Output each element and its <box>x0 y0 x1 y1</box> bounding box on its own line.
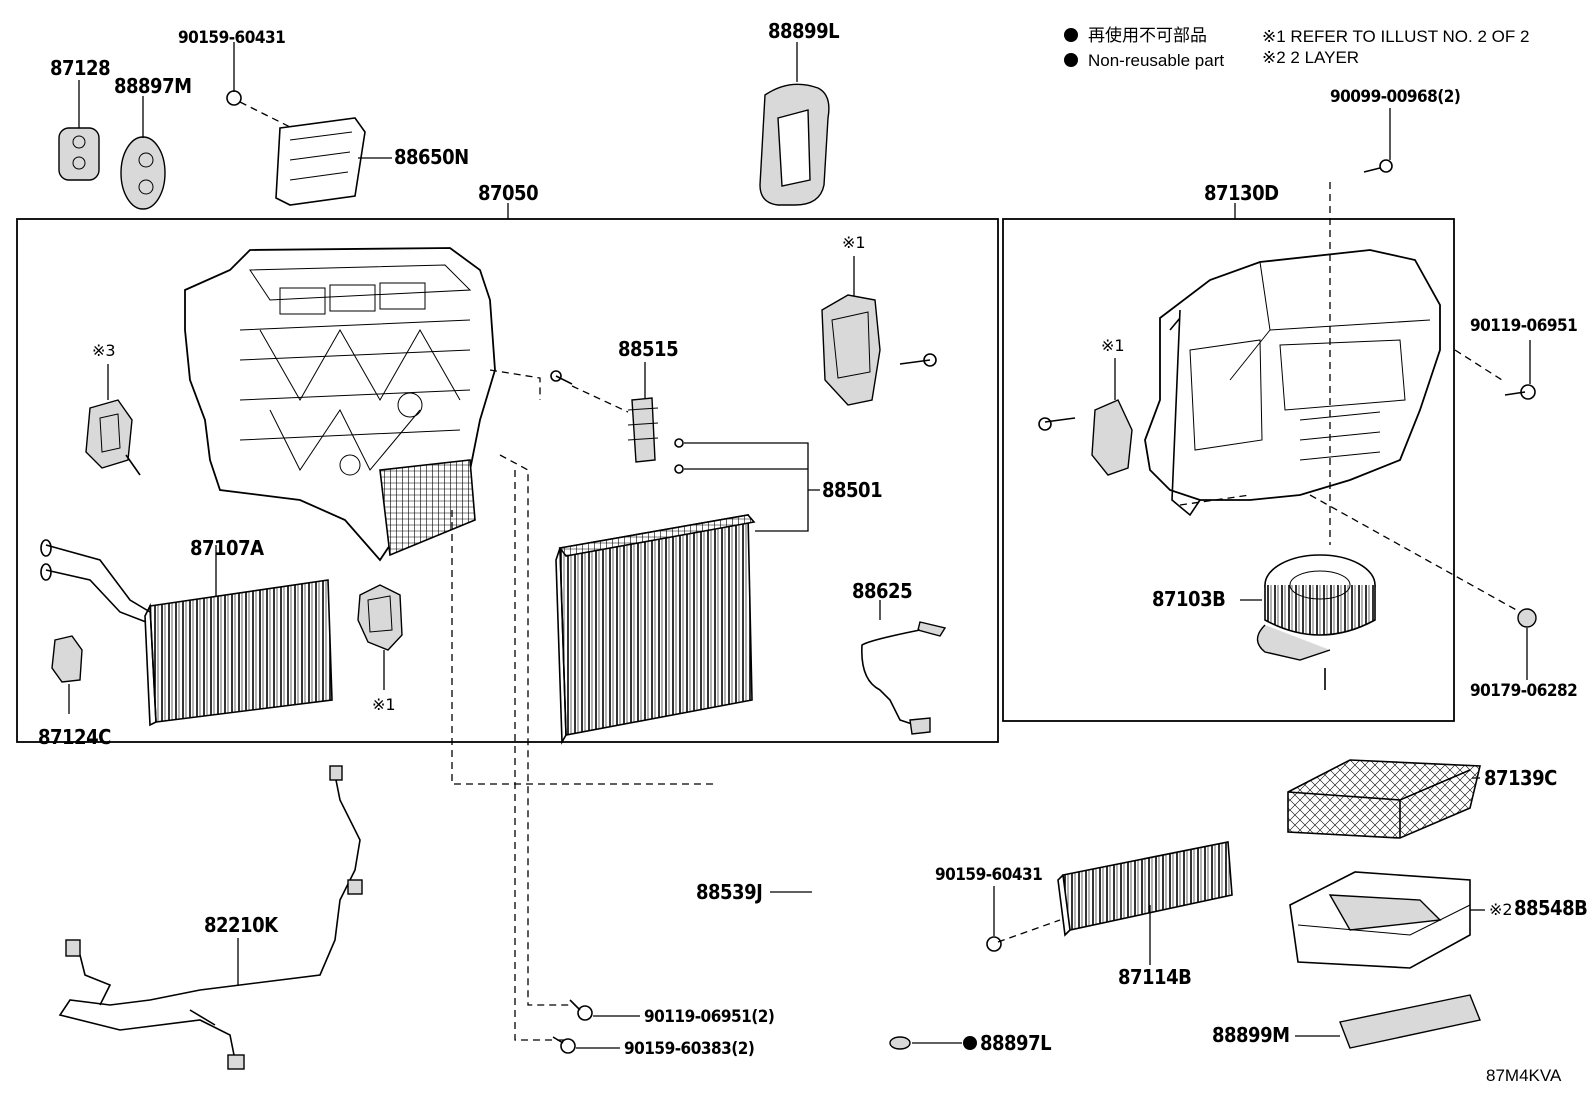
label-87107A: 87107A <box>190 536 264 560</box>
label-88625: 88625 <box>852 579 912 603</box>
part-87130D-blower-case <box>1144 249 1441 517</box>
legend-note-2: ※2 2 LAYER <box>1262 48 1359 67</box>
label-90099-00968: 90099-00968(2) <box>1330 87 1460 107</box>
label-87050: 87050 <box>478 181 538 205</box>
marker-1-lower: ※1 <box>372 695 396 714</box>
label-90159-60431-mid: 90159-60431 <box>935 865 1042 885</box>
label-87114B: 87114B <box>1118 965 1191 989</box>
part-mode-damper-servo-left: ※3 <box>85 341 141 476</box>
part-88515-expansion-valve <box>550 362 659 463</box>
part-88897M-grommet <box>120 96 166 210</box>
part-evaporator <box>555 514 756 745</box>
part-90179-06282-clip <box>1179 494 1537 680</box>
non-reusable-dot-icon <box>963 1036 977 1050</box>
label-90119-06951-2: 90119-06951(2) <box>644 1007 774 1027</box>
label-88899M: 88899M <box>1212 1023 1290 1047</box>
non-reusable-dot-icon <box>1064 28 1078 42</box>
legend-en-label: Non-reusable part <box>1088 51 1224 70</box>
part-damper-servo-lower: ※1 <box>357 584 403 714</box>
part-blower-servo: ※1 <box>1038 336 1133 476</box>
part-87114B-filter-frame <box>986 841 1233 965</box>
part-88625-sensor <box>861 600 947 735</box>
label-90159-60431-top: 90159-60431 <box>178 28 285 48</box>
label-88899L: 88899L <box>768 19 839 43</box>
part-88539J-drain-hose <box>714 778 977 1050</box>
assembly-87130D-frame <box>1002 218 1455 722</box>
label-87124C: 87124C <box>38 725 111 749</box>
part-87139C-cabin-filter <box>1287 759 1482 839</box>
label-88501: 88501 <box>822 478 882 502</box>
legend-jp-label: 再使用不可部品 <box>1088 25 1207 45</box>
part-87128-grommet <box>58 80 100 181</box>
part-82210K-wire-harness <box>58 765 363 1070</box>
part-88548B-filter-case: ※2 <box>1289 871 1513 969</box>
part-damper-servo-upper: ※1 <box>821 233 937 406</box>
part-90119-06951-screw <box>1454 340 1536 400</box>
legend-note-1: ※1 REFER TO ILLUST NO. 2 OF 2 <box>1262 27 1529 46</box>
marker-3: ※3 <box>92 341 116 360</box>
label-88548B: 88548B <box>1514 896 1587 920</box>
part-87050-hvac-housing <box>184 247 496 562</box>
label-90119-06951-right: 90119-06951 <box>1470 316 1577 336</box>
label-87139C: 87139C <box>1484 766 1557 790</box>
marker-2: ※2 <box>1489 900 1513 919</box>
diagram-id: 87M4KVA <box>1486 1066 1562 1085</box>
label-88897L: 88897L <box>980 1031 1051 1055</box>
part-87103B-blower-motor <box>1240 554 1376 690</box>
part-87124C-clamp <box>51 635 83 714</box>
part-88650N-ecu <box>226 42 392 206</box>
part-88501-o-rings <box>674 438 820 532</box>
label-90159-60383-2: 90159-60383(2) <box>624 1039 754 1059</box>
label-87103B: 87103B <box>1152 587 1225 611</box>
marker-1-right: ※1 <box>1101 336 1125 355</box>
part-90099-00968-screw <box>1329 108 1393 545</box>
label-87130D: 87130D <box>1204 181 1279 205</box>
label-87128: 87128 <box>50 56 110 80</box>
label-90179-06282: 90179-06282 <box>1470 681 1577 701</box>
part-90159-60383-bolts <box>552 1036 620 1054</box>
part-88899M-cover <box>1295 994 1481 1049</box>
label-88539J: 88539J <box>696 880 762 904</box>
part-88899L-cover <box>759 42 830 206</box>
label-88515: 88515 <box>618 337 678 361</box>
marker-1-upper: ※1 <box>842 233 866 252</box>
part-number-labels: 87128 88897M 90159-60431 88650N 88899L 8… <box>38 19 1588 1085</box>
non-reusable-dot-icon <box>1064 53 1078 67</box>
legend: 再使用不可部品 Non-reusable part ※1 REFER TO IL… <box>1064 25 1529 70</box>
label-82210K: 82210K <box>204 913 279 937</box>
part-90119-06951-bolts <box>569 999 640 1021</box>
label-88897M: 88897M <box>114 74 192 98</box>
part-87107A-heater-core <box>40 539 333 727</box>
label-88650N: 88650N <box>394 145 469 169</box>
